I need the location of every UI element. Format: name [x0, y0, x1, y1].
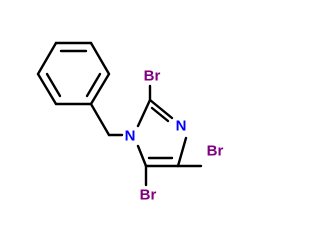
bond-c5-n1: [136, 144, 148, 168]
atom-label-n3: N: [176, 118, 187, 135]
bond-c2-n3-double: [150, 106, 170, 123]
bond-benzene-6: [36, 41, 58, 76]
benzene-ring: [36, 41, 111, 106]
bond-benzene-inner-3: [45, 72, 62, 98]
bond-benzene-inner-2: [85, 72, 102, 98]
bond-benzyl-ch2: [89, 102, 111, 137]
atom-label-br-c4: Br: [207, 143, 224, 160]
chemical-structure: N N Br Br Br: [36, 41, 224, 204]
bond-benzene-5: [36, 72, 58, 106]
atom-label-br-c5: Br: [140, 187, 157, 204]
bond-benzene-2: [89, 41, 111, 76]
atom-label-br-c2: Br: [144, 68, 161, 85]
bond-n3-c4: [176, 136, 188, 168]
imidazole-ring: [136, 98, 188, 168]
bond-benzene-3: [89, 72, 111, 106]
bond-c2-n3: [148, 98, 174, 120]
atom-label-n1: N: [125, 128, 136, 145]
bond-n1-c2: [136, 98, 152, 128]
